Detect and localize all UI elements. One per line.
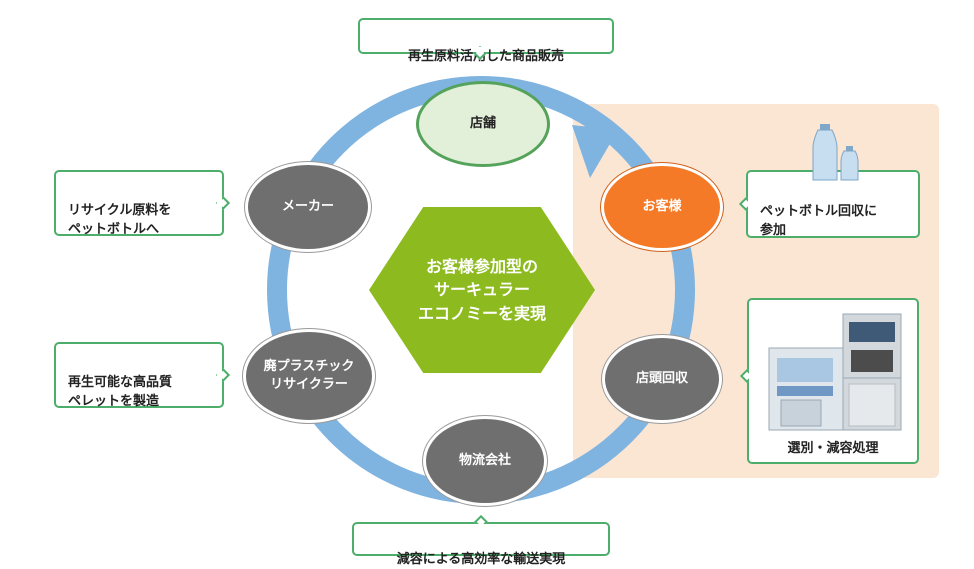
bottle-small-cap xyxy=(846,146,853,151)
callout-maker: リサイクル原料を ペットボトルへ xyxy=(54,170,224,238)
machine-right-lower xyxy=(848,383,896,427)
machine-callout-pointer-mask xyxy=(749,367,754,385)
node-recycler-label: 廃プラスチック リサイクラー xyxy=(263,359,355,392)
center-title: お客様参加型の サーキュラー エコノミーを実現 xyxy=(417,257,546,323)
ring-arrowhead xyxy=(572,125,618,178)
bottle-small-body xyxy=(840,150,859,181)
callout-recycler-text: 再生可能な高品質 ペレットを製造 xyxy=(68,374,173,410)
callout-store-text: 再生原料活用した商品販売 xyxy=(407,48,564,64)
callout-store-pointer-mask xyxy=(471,47,489,52)
node-store: 店舗 xyxy=(416,81,550,167)
machine-right-slot xyxy=(851,350,893,372)
node-store-label: 店舗 xyxy=(469,116,496,132)
node-logistics: 物流会社 xyxy=(423,416,547,506)
callout-maker-pointer-mask xyxy=(217,194,222,212)
callout-store: 再生原料活用した商品販売 xyxy=(358,18,614,64)
callout-logistics-pointer-mask xyxy=(472,524,490,529)
node-store-collection: 店頭回収 xyxy=(602,335,722,423)
callout-customer-text: ペットボトル回収に 参加 xyxy=(760,203,878,239)
node-store-collection-label: 店頭回収 xyxy=(635,371,688,387)
node-recycler: 廃プラスチック リサイクラー xyxy=(243,329,375,423)
node-customer: お客様 xyxy=(601,163,723,251)
callout-customer: ペットボトル回収に 参加 xyxy=(746,170,920,238)
node-customer-label: お客様 xyxy=(642,199,682,215)
callout-maker-text: リサイクル原料を ペットボトルへ xyxy=(68,202,172,238)
node-maker-label: メーカー xyxy=(281,199,334,215)
machine-callout: 選別・減容処理 xyxy=(747,298,919,464)
machine-right-screen xyxy=(849,322,895,342)
pet-bottle-icon xyxy=(812,124,859,181)
callout-customer-pointer-mask xyxy=(748,195,753,213)
machine-left-door xyxy=(780,399,822,427)
machine-left-panel xyxy=(777,358,833,382)
bottle-large-body xyxy=(812,129,838,181)
recycling-machine-icon xyxy=(768,313,902,431)
node-logistics-label: 物流会社 xyxy=(458,453,511,469)
machine-left-label xyxy=(777,386,833,396)
bottle-large-cap xyxy=(820,124,830,130)
node-maker: メーカー xyxy=(245,162,371,252)
callout-recycler: 再生可能な高品質 ペレットを製造 xyxy=(54,342,224,410)
machine-caption: 選別・減容処理 xyxy=(787,441,879,456)
center-hexagon: お客様参加型の サーキュラー エコノミーを実現 xyxy=(369,207,595,373)
callout-recycler-pointer-mask xyxy=(217,366,222,384)
callout-logistics-text: 減容による高効率な輸送実現 xyxy=(396,551,566,567)
